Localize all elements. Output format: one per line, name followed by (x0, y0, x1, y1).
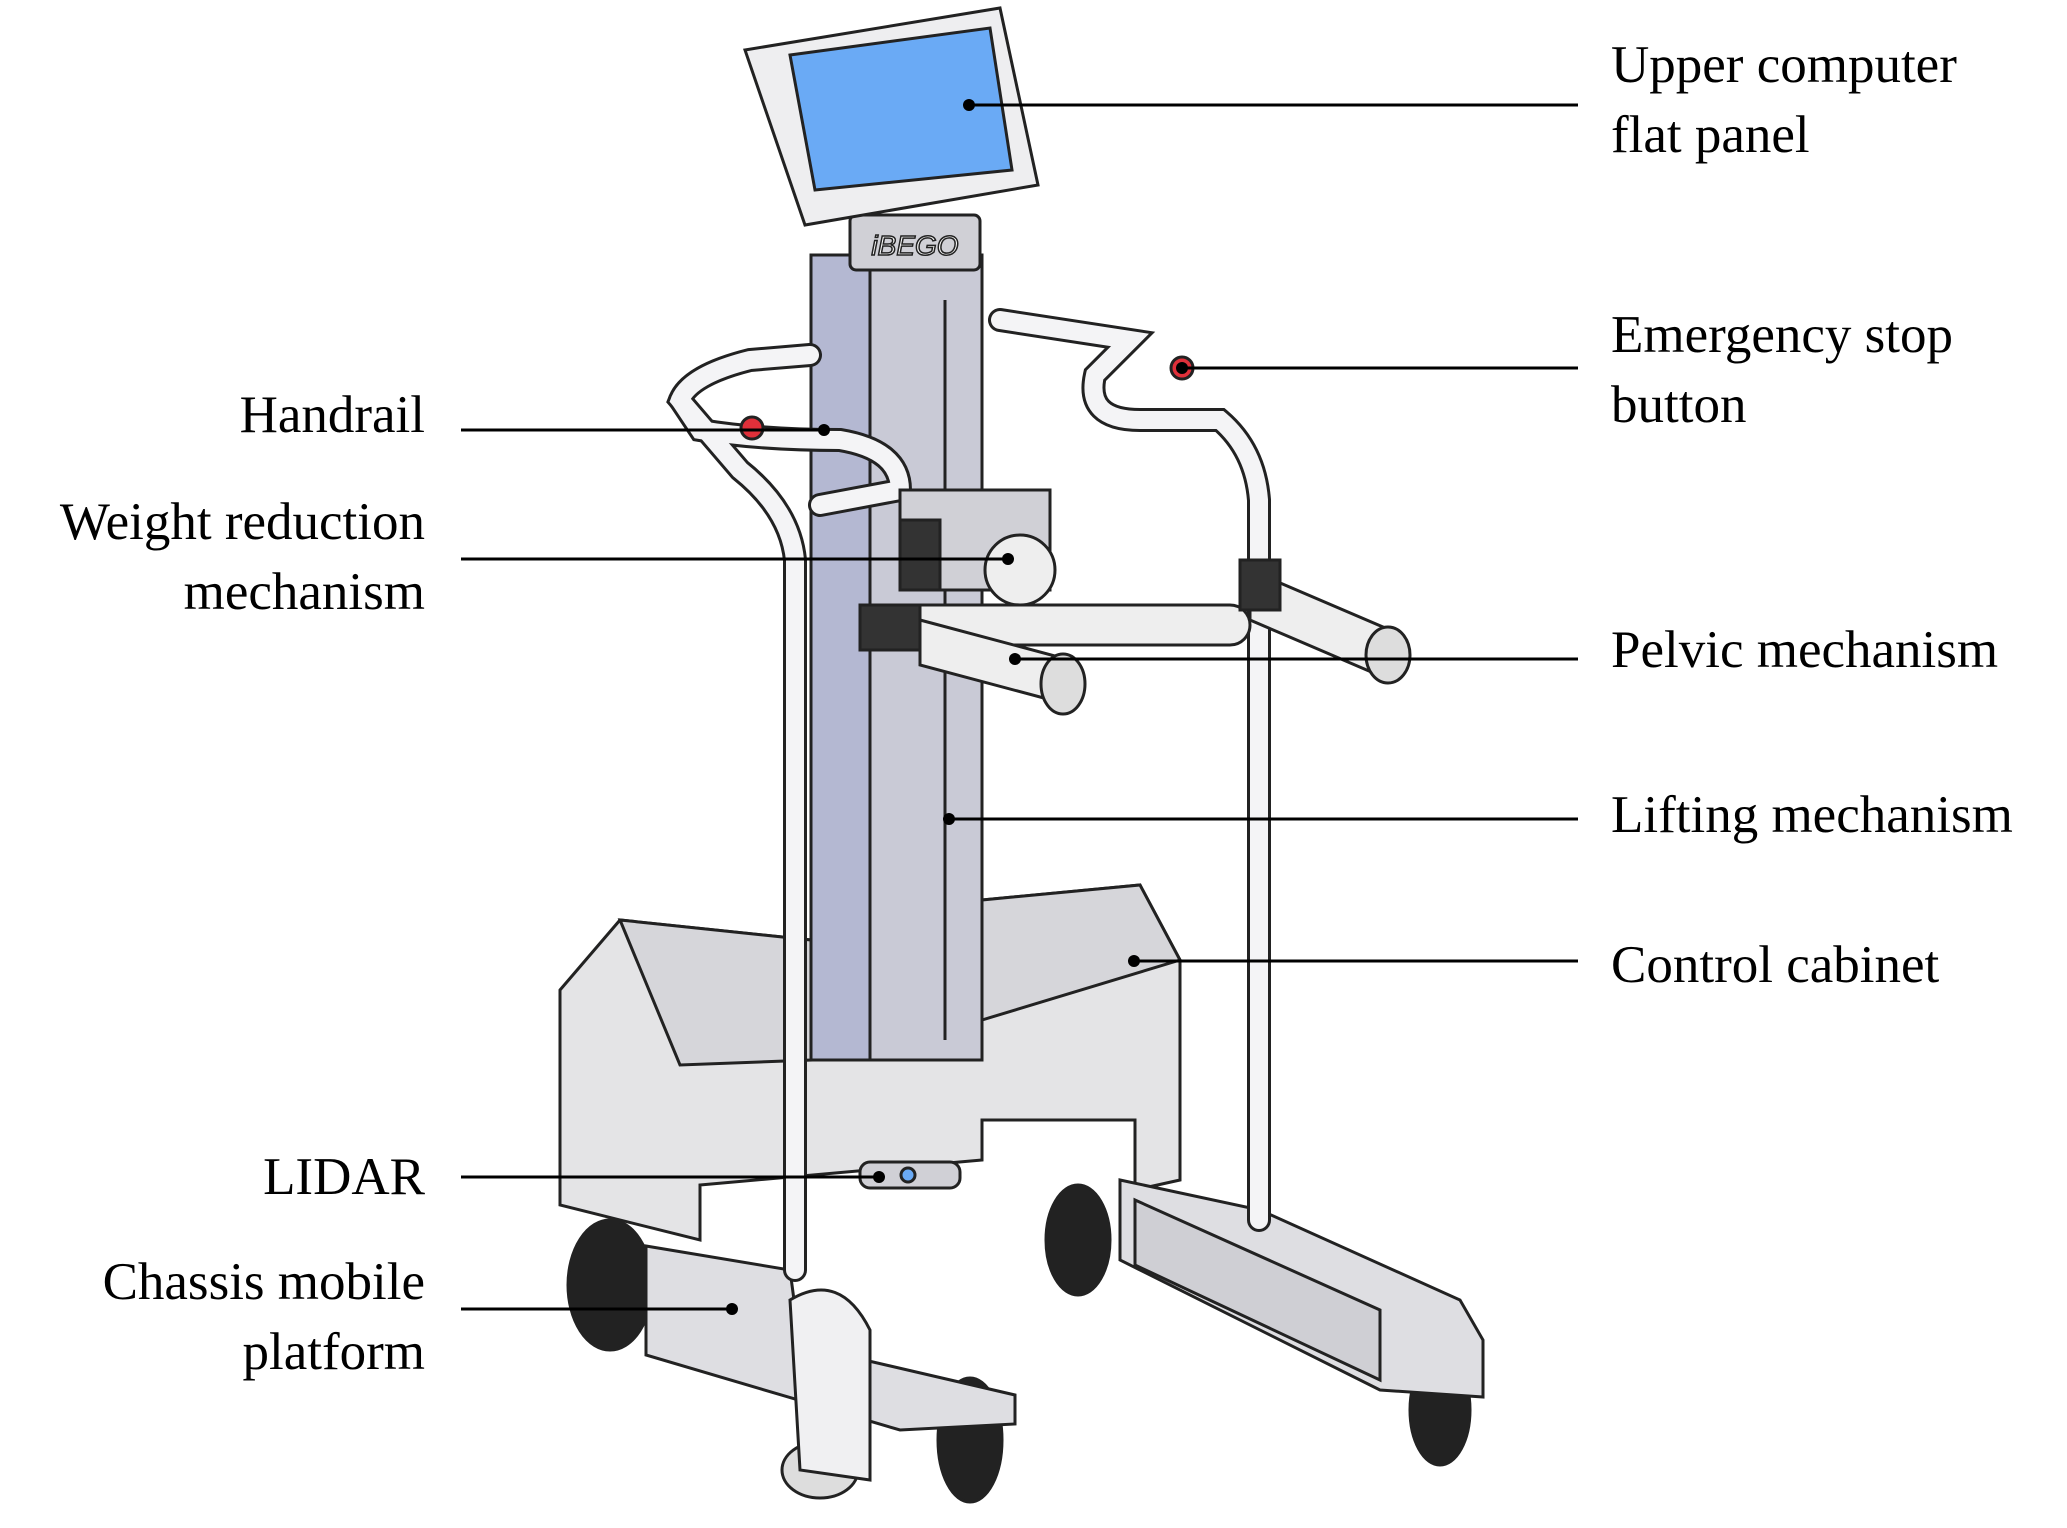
label-chassis: Chassis mobile platform (103, 1247, 425, 1387)
label-line: platform (242, 1323, 426, 1381)
leader-lines (461, 103, 1578, 1311)
label-pelvic: Pelvic mechanism (1611, 615, 1998, 685)
label-line: Chassis mobile (102, 1253, 425, 1311)
label-line: Lifting mechanism (1611, 786, 2013, 844)
label-line: button (1611, 376, 1747, 434)
logo: iBEGO (871, 230, 958, 261)
label-line: Upper computer (1611, 36, 1957, 94)
chassis-left (644, 1244, 1017, 1432)
emergency-stop-button-left (739, 415, 765, 441)
label-handrail: Handrail (240, 380, 425, 450)
label-line: mechanism (183, 563, 425, 621)
label-weight-reduction: Weight reduction mechanism (60, 487, 425, 627)
label-line: LIDAR (263, 1148, 425, 1206)
label-lidar: LIDAR (263, 1142, 425, 1212)
label-control-cabinet: Control cabinet (1611, 930, 1939, 1000)
label-line: Handrail (239, 386, 425, 444)
label-line: Pelvic mechanism (1611, 621, 1999, 679)
label-line: Emergency stop (1611, 306, 1953, 364)
screen (788, 26, 1014, 192)
label-lifting: Lifting mechanism (1611, 780, 2013, 850)
label-line: flat panel (1611, 106, 1810, 164)
label-emergency-stop: Emergency stop button (1611, 300, 1953, 440)
label-line: Control cabinet (1611, 936, 1940, 994)
pelvic-mechanism (858, 533, 1412, 716)
label-upper-computer: Upper computer flat panel (1611, 30, 1957, 170)
label-line: Weight reduction (59, 493, 425, 551)
